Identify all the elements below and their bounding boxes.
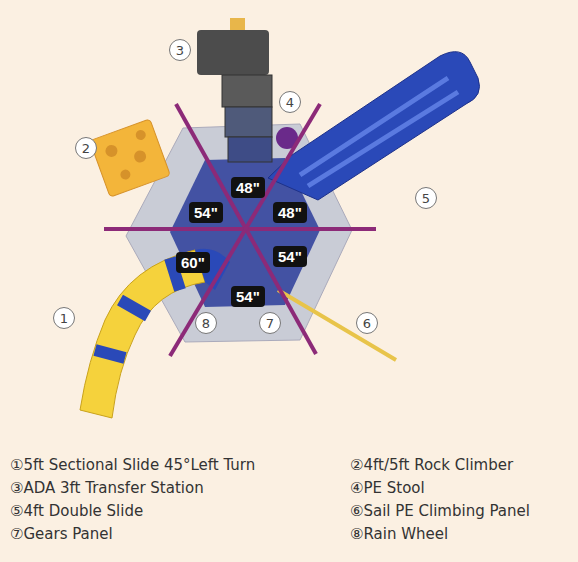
callout-number: 3 [169,39,191,61]
sail-panel [278,290,396,360]
callout-number: 1 [53,307,75,329]
dimension-box: 60" [176,252,210,273]
legend-part-name: ⑥Sail PE Climbing Panel [350,502,530,520]
dimension-text: 54" [236,288,260,305]
dimension-box: 54" [273,246,307,267]
dimension-text: 48" [278,204,302,221]
callout-text: 7 [266,316,274,331]
callout-text: 5 [422,191,430,206]
dimension-text: 60" [181,254,205,271]
legend-part-name: ④PE Stool [350,479,425,497]
legend-part-name: ⑧Rain Wheel [350,525,448,543]
double-slide [268,52,480,200]
callout-number: 8 [195,312,217,334]
callout-text: 6 [363,316,371,331]
legend-part-name: ⑦Gears Panel [10,525,113,543]
callout-number: 2 [75,137,97,159]
callout-number: 6 [356,312,378,334]
support-posts [104,104,376,356]
dimension-box: 54" [231,286,265,307]
dimension-box: 48" [231,177,265,198]
legend-part-name: ①5ft Sectional Slide 45°Left Turn [10,456,255,474]
dimension-box: 48" [273,202,307,223]
callout-number: 7 [259,312,281,334]
callout-text: 4 [286,95,294,110]
sectional-slide [80,249,230,418]
dimension-text: 48" [236,179,260,196]
callout-number: 4 [279,91,301,113]
callout-text: 2 [82,141,90,156]
legend-part-name: ②4ft/5ft Rock Climber [350,456,513,474]
legend-part-name: ⑤4ft Double Slide [10,502,143,520]
rock-climber [90,119,171,197]
callout-number: 5 [415,187,437,209]
dimension-text: 54" [278,248,302,265]
callout-text: 8 [202,316,210,331]
callout-text: 3 [176,43,184,58]
dimension-text: 54" [194,204,218,221]
transfer-station [197,18,272,162]
dimension-box: 54" [189,202,223,223]
callout-text: 1 [60,311,68,326]
legend-part-name: ③ADA 3ft Transfer Station [10,479,204,497]
